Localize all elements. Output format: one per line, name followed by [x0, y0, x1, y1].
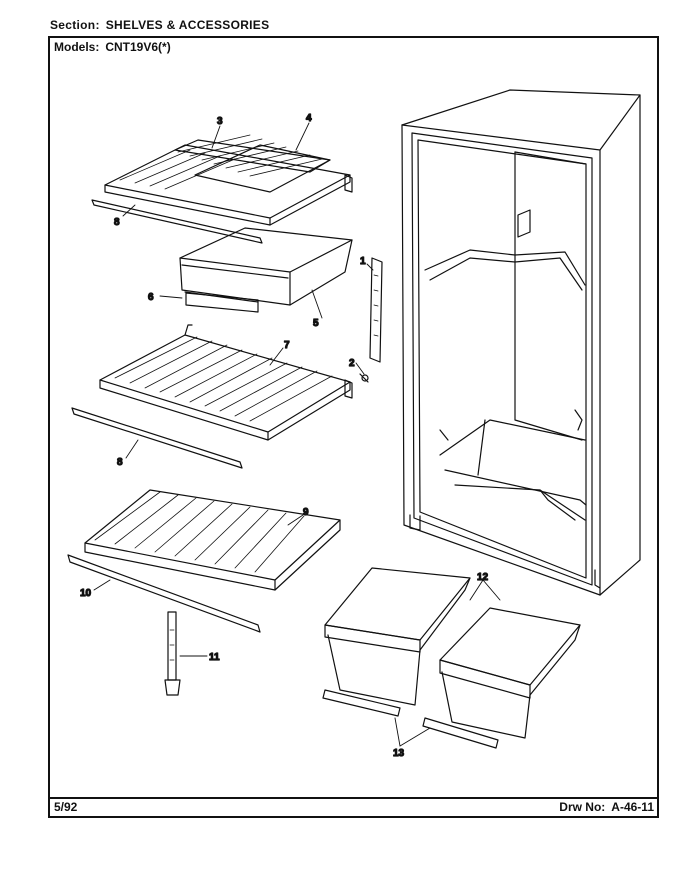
callout-9: 9 [303, 507, 309, 518]
upper-shelf-assembly [91, 134, 353, 244]
section-label: Section: [50, 18, 100, 32]
callout-2: 2 [349, 358, 355, 369]
vegetable-crispers [322, 567, 581, 749]
section-heading: Section: SHELVES & ACCESSORIES [50, 18, 269, 32]
revision-date: 5/92 [54, 800, 78, 814]
footer-divider [48, 797, 659, 799]
callout-7: 7 [284, 340, 290, 351]
meat-drawer [179, 227, 353, 313]
callout-3: 3 [217, 116, 223, 127]
wire-shelf [71, 324, 353, 469]
drawing-frame [48, 36, 659, 818]
callout-leaders [93, 122, 501, 747]
callout-5: 5 [313, 318, 319, 329]
callout-11: 11 [209, 652, 220, 663]
callout-12: 12 [477, 572, 489, 583]
callout-8-lower: 8 [117, 457, 123, 468]
drawing-number: Drw No: A-46-11 [559, 800, 654, 814]
callout-1: 1 [360, 256, 366, 267]
drawing-number-label: Drw No: [559, 800, 606, 814]
models-heading: Models: CNT19V6(*) [54, 40, 171, 54]
section-value: SHELVES & ACCESSORIES [105, 18, 270, 32]
refrigerator-cabinet [401, 89, 641, 596]
glass-shelf [67, 489, 341, 633]
models-label: Models: [54, 40, 100, 54]
callout-6: 6 [148, 292, 154, 303]
shelf-support-rail [359, 257, 383, 383]
models-value: CNT19V6(*) [105, 40, 171, 54]
drawing-number-value: A-46-11 [611, 800, 654, 814]
callout-8-upper: 8 [114, 217, 120, 228]
callout-13: 13 [393, 748, 405, 759]
callout-4: 4 [306, 113, 312, 124]
callout-10: 10 [80, 588, 92, 599]
shelf-lock [164, 611, 181, 696]
